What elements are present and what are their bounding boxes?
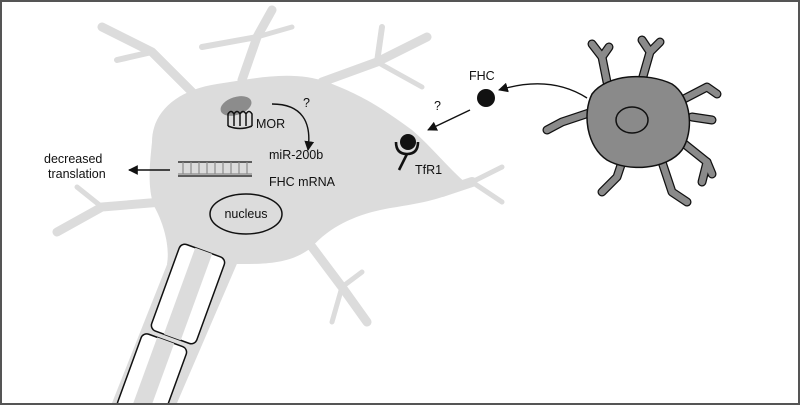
question-mark-mor: ? xyxy=(303,96,310,110)
neuron-soma xyxy=(149,75,467,264)
decreased-label: decreased xyxy=(44,152,102,166)
mir-label: miR-200b xyxy=(269,148,323,162)
glial-cell xyxy=(542,35,722,207)
fhc-label: FHC xyxy=(469,69,495,83)
glial-soma xyxy=(586,75,691,169)
fhc-to-tfr1-arrow xyxy=(427,109,471,131)
fhc-mrna-label: FHC mRNA xyxy=(269,175,336,189)
mirna-mrna-duplex xyxy=(178,161,252,177)
tfr1-label: TfR1 xyxy=(415,163,442,177)
glial-nucleus xyxy=(615,106,649,134)
tfr1-receptor-icon xyxy=(394,134,420,171)
neuron xyxy=(52,5,505,403)
nucleus xyxy=(209,193,283,235)
translation-label: translation xyxy=(48,167,106,181)
mor-label: MOR xyxy=(256,117,285,131)
glia-to-fhc-arrow xyxy=(498,82,588,99)
axon-core xyxy=(129,247,213,403)
question-mark-fhc: ? xyxy=(434,99,441,113)
nucleus-label: nucleus xyxy=(224,207,267,221)
fhc-ferritin-icon xyxy=(477,89,495,107)
mor-to-mir-arrow xyxy=(271,103,315,151)
mor-receptor-icon xyxy=(220,96,253,130)
